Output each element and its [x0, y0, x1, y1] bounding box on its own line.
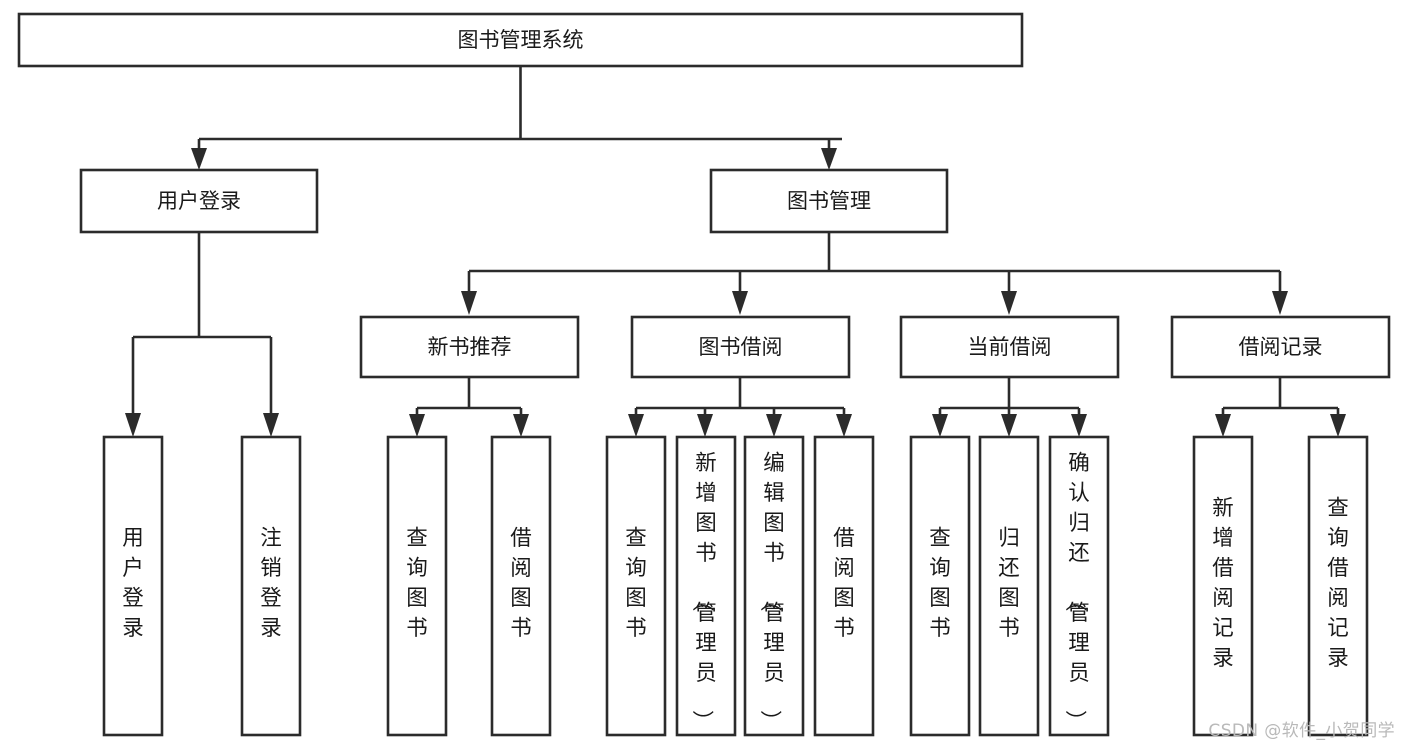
leaf-return-book-label: 归还图书 — [998, 526, 1020, 641]
connector-group-current-borrow — [932, 377, 1087, 437]
connector-group-book-manage — [461, 232, 1288, 315]
leaf-query-book-3-label: 查询图书 — [929, 526, 951, 641]
leaf-borrow-book-1[interactable]: 借阅图书 — [490, 435, 552, 737]
node-new-book-recommend-box[interactable] — [359, 315, 580, 379]
leaf-add-record-label: 新增借阅记录 — [1212, 496, 1234, 671]
leaf-user-login-label: 用户登录 — [122, 526, 144, 641]
node-new-book-recommend-label: 新书推荐 — [428, 335, 512, 359]
arrow-head-leaf-query-book-2 — [628, 414, 644, 437]
node-book-manage-label: 图书管理 — [787, 189, 871, 213]
leaf-confirm-return-box[interactable] — [1048, 435, 1110, 737]
leaf-user-logout[interactable]: 注销登录 — [240, 435, 302, 737]
node-current-borrow-label: 当前借阅 — [968, 335, 1052, 359]
leaf-add-record-box[interactable] — [1192, 435, 1254, 737]
leaf-user-login-box[interactable] — [102, 435, 164, 737]
leaf-query-record[interactable]: 查询借阅记录 — [1307, 435, 1369, 737]
leaf-borrow-book-2[interactable]: 借阅图书 — [813, 435, 875, 737]
leaf-query-book-3-box[interactable] — [909, 435, 971, 737]
arrow-head-leaf-edit-book — [766, 414, 782, 437]
leaf-query-book-1-box[interactable] — [386, 435, 448, 737]
leaf-query-book-1[interactable]: 查询图书 — [386, 435, 448, 737]
leaf-add-book[interactable]: 新增图书（管理员） — [675, 435, 737, 737]
node-borrow-record-label: 借阅记录 — [1239, 335, 1323, 359]
node-book-borrow-box[interactable] — [630, 315, 851, 379]
connector-group-user-login — [125, 232, 279, 437]
leaf-query-book-2[interactable]: 查询图书 — [605, 435, 667, 737]
leaf-return-book-box[interactable] — [978, 435, 1040, 737]
node-current-borrow-box[interactable] — [899, 315, 1120, 379]
node-book-manage[interactable]: 图书管理 — [709, 168, 949, 234]
leaf-query-book-2-box[interactable] — [605, 435, 667, 737]
arrow-head-leaf-query-record — [1330, 414, 1346, 437]
leaf-user-logout-box[interactable] — [240, 435, 302, 737]
node-book-borrow[interactable]: 图书借阅 — [630, 315, 851, 379]
node-borrow-record-box[interactable] — [1170, 315, 1391, 379]
leaf-edit-book-label: 编辑图书（管理员） — [757, 451, 785, 732]
arrow-head-book-borrow — [732, 291, 748, 315]
arrow-head-leaf-borrow-book-1 — [513, 414, 529, 437]
leaf-query-book-2-label: 查询图书 — [625, 526, 647, 641]
node-root-label: 图书管理系统 — [458, 28, 584, 52]
node-user-login-box[interactable] — [79, 168, 319, 234]
leaf-add-book-label: 新增图书（管理员） — [689, 451, 717, 732]
node-book-borrow-label: 图书借阅 — [699, 335, 783, 359]
leaf-query-book-3[interactable]: 查询图书 — [909, 435, 971, 737]
node-root-box[interactable] — [17, 12, 1024, 68]
arrow-head-leaf-query-book-1 — [409, 414, 425, 437]
leaf-query-book-1-label: 查询图书 — [406, 526, 428, 641]
arrow-head-new-book-recommend — [461, 291, 477, 315]
arrow-head-leaf-confirm-return — [1071, 414, 1087, 437]
arrow-head-leaf-user-login — [125, 413, 141, 437]
connector-group-book-borrow — [628, 377, 852, 437]
leaf-query-record-box[interactable] — [1307, 435, 1369, 737]
leaf-borrow-book-2-label: 借阅图书 — [833, 526, 855, 641]
leaf-confirm-return-label: 确认归还（管理员） — [1062, 451, 1090, 732]
arrow-head-borrow-record — [1272, 291, 1288, 315]
arrow-head-current-borrow — [1001, 291, 1017, 315]
leaf-add-record[interactable]: 新增借阅记录 — [1192, 435, 1254, 737]
leaf-edit-book-box[interactable] — [743, 435, 805, 737]
connector-group-new-book-recommend — [409, 377, 529, 437]
node-current-borrow[interactable]: 当前借阅 — [899, 315, 1120, 379]
node-new-book-recommend[interactable]: 新书推荐 — [359, 315, 580, 379]
leaf-borrow-book-1-label: 借阅图书 — [510, 526, 532, 641]
connector-group-borrow-record — [1215, 377, 1346, 437]
arrow-head-book-manage — [821, 148, 837, 170]
arrow-head-leaf-borrow-book-2 — [836, 414, 852, 437]
leaf-user-login[interactable]: 用户登录 — [102, 435, 164, 737]
node-borrow-record[interactable]: 借阅记录 — [1170, 315, 1391, 379]
arrow-head-leaf-add-book — [697, 414, 713, 437]
arrow-head-leaf-query-book-3 — [932, 414, 948, 437]
arrow-head-leaf-user-logout — [263, 413, 279, 437]
leaf-add-book-box[interactable] — [675, 435, 737, 737]
leaf-return-book[interactable]: 归还图书 — [978, 435, 1040, 737]
node-user-login[interactable]: 用户登录 — [79, 168, 319, 234]
arrow-head-leaf-add-record — [1215, 414, 1231, 437]
leaf-user-logout-label: 注销登录 — [260, 526, 282, 641]
connector-group-root — [191, 66, 842, 170]
leaf-borrow-book-2-box[interactable] — [813, 435, 875, 737]
leaf-borrow-book-1-box[interactable] — [490, 435, 552, 737]
leaf-query-record-label: 查询借阅记录 — [1327, 496, 1349, 671]
node-root[interactable]: 图书管理系统 — [17, 12, 1024, 68]
node-book-manage-box[interactable] — [709, 168, 949, 234]
node-user-login-label: 用户登录 — [157, 189, 241, 213]
arrow-head-user-login — [191, 148, 207, 170]
arrow-head-leaf-return-book — [1001, 414, 1017, 437]
leaf-edit-book[interactable]: 编辑图书（管理员） — [743, 435, 805, 737]
leaf-confirm-return[interactable]: 确认归还（管理员） — [1048, 435, 1110, 737]
